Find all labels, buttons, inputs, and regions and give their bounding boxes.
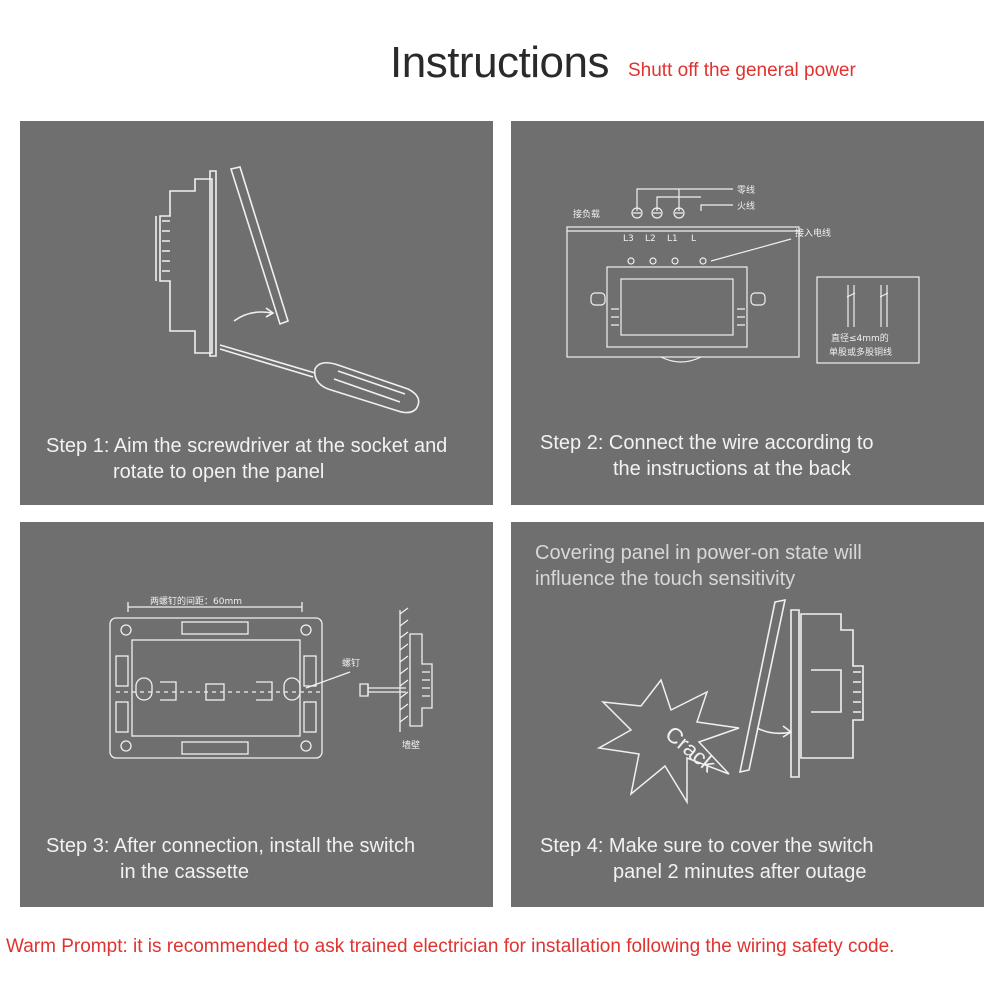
step-3-install-diagram: 两螺钉的间距：60mm 螺钉 墙壁	[109, 595, 433, 759]
step-2-panel: 零线 火线 接负载 接入电线 L3 L2 L1 L 直径≤4mm的 单股或多股铜…	[511, 121, 984, 505]
page-title: Instructions	[390, 38, 609, 87]
crack-label: Crack	[661, 721, 722, 778]
step-4-illustration: Crack	[596, 598, 864, 805]
step-1-caption-line1: Step 1: Aim the screwdriver at the socke…	[46, 435, 448, 457]
step-3-diagram-labels: 两螺钉的间距：60mm 螺钉 墙壁	[150, 595, 420, 751]
note-line2: influence the touch sensitivity	[535, 568, 796, 590]
terminal-l: L	[691, 234, 696, 244]
neutral-wire-label: 零线	[737, 184, 755, 196]
power-warning-subtitle: Shutt off the general power	[628, 60, 856, 81]
step-4-caption: Step 4: Make sure to cover the switch pa…	[540, 833, 874, 885]
step-2-caption-line2: the instructions at the back	[613, 458, 851, 480]
terminal-l1: L1	[667, 234, 678, 244]
terminal-l3: L3	[623, 234, 634, 244]
input-wire-label: 接入电线	[795, 227, 831, 239]
wire-spec-line1: 直径≤4mm的	[831, 332, 889, 344]
touch-sensitivity-note: Covering panel in power-on state will in…	[535, 540, 862, 592]
step-1-illustration	[155, 166, 420, 414]
step-2-caption-line1: Step 2: Connect the wire according to	[540, 432, 874, 454]
step-3-caption-line2: in the cassette	[120, 861, 249, 883]
screw-label: 螺钉	[342, 658, 360, 669]
step-1-caption: Step 1: Aim the screwdriver at the socke…	[46, 433, 447, 485]
step-1-panel: Step 1: Aim the screwdriver at the socke…	[20, 121, 493, 505]
step-3-caption: Step 3: After connection, install the sw…	[46, 833, 415, 885]
step-2-wiring-diagram: 零线 火线 接负载 接入电线 L3 L2 L1 L 直径≤4mm的 单股或多股铜…	[566, 184, 920, 364]
step-3-caption-line1: Step 3: After connection, install the sw…	[46, 835, 416, 857]
live-wire-label: 火线	[737, 200, 755, 212]
step-1-caption-line2: rotate to open the panel	[113, 461, 325, 483]
terminal-l2: L2	[645, 234, 656, 244]
step-4-panel: Covering panel in power-on state will in…	[511, 522, 984, 907]
screw-distance-label: 两螺钉的间距：60mm	[150, 595, 242, 607]
wall-label: 墙壁	[402, 739, 420, 751]
safety-warning-footer: Warm Prompt: it is recommended to ask tr…	[6, 936, 895, 957]
step-2-diagram-labels: 零线 火线 接负载 接入电线 L3 L2 L1 L 直径≤4mm的 单股或多股铜…	[573, 184, 892, 358]
step-3-panel: 两螺钉的间距：60mm 螺钉 墙壁 Step 3: After connecti…	[20, 522, 493, 907]
step-4-caption-line1: Step 4: Make sure to cover the switch	[540, 835, 874, 857]
step-4-caption-line2: panel 2 minutes after outage	[613, 861, 867, 883]
step-2-caption: Step 2: Connect the wire according to th…	[540, 430, 874, 482]
load-label: 接负载	[573, 208, 600, 220]
header: Instructions Shutt off the general power	[0, 38, 1000, 98]
note-line1: Covering panel in power-on state will	[535, 542, 862, 564]
wire-spec-line2: 单股或多股铜线	[829, 346, 892, 358]
